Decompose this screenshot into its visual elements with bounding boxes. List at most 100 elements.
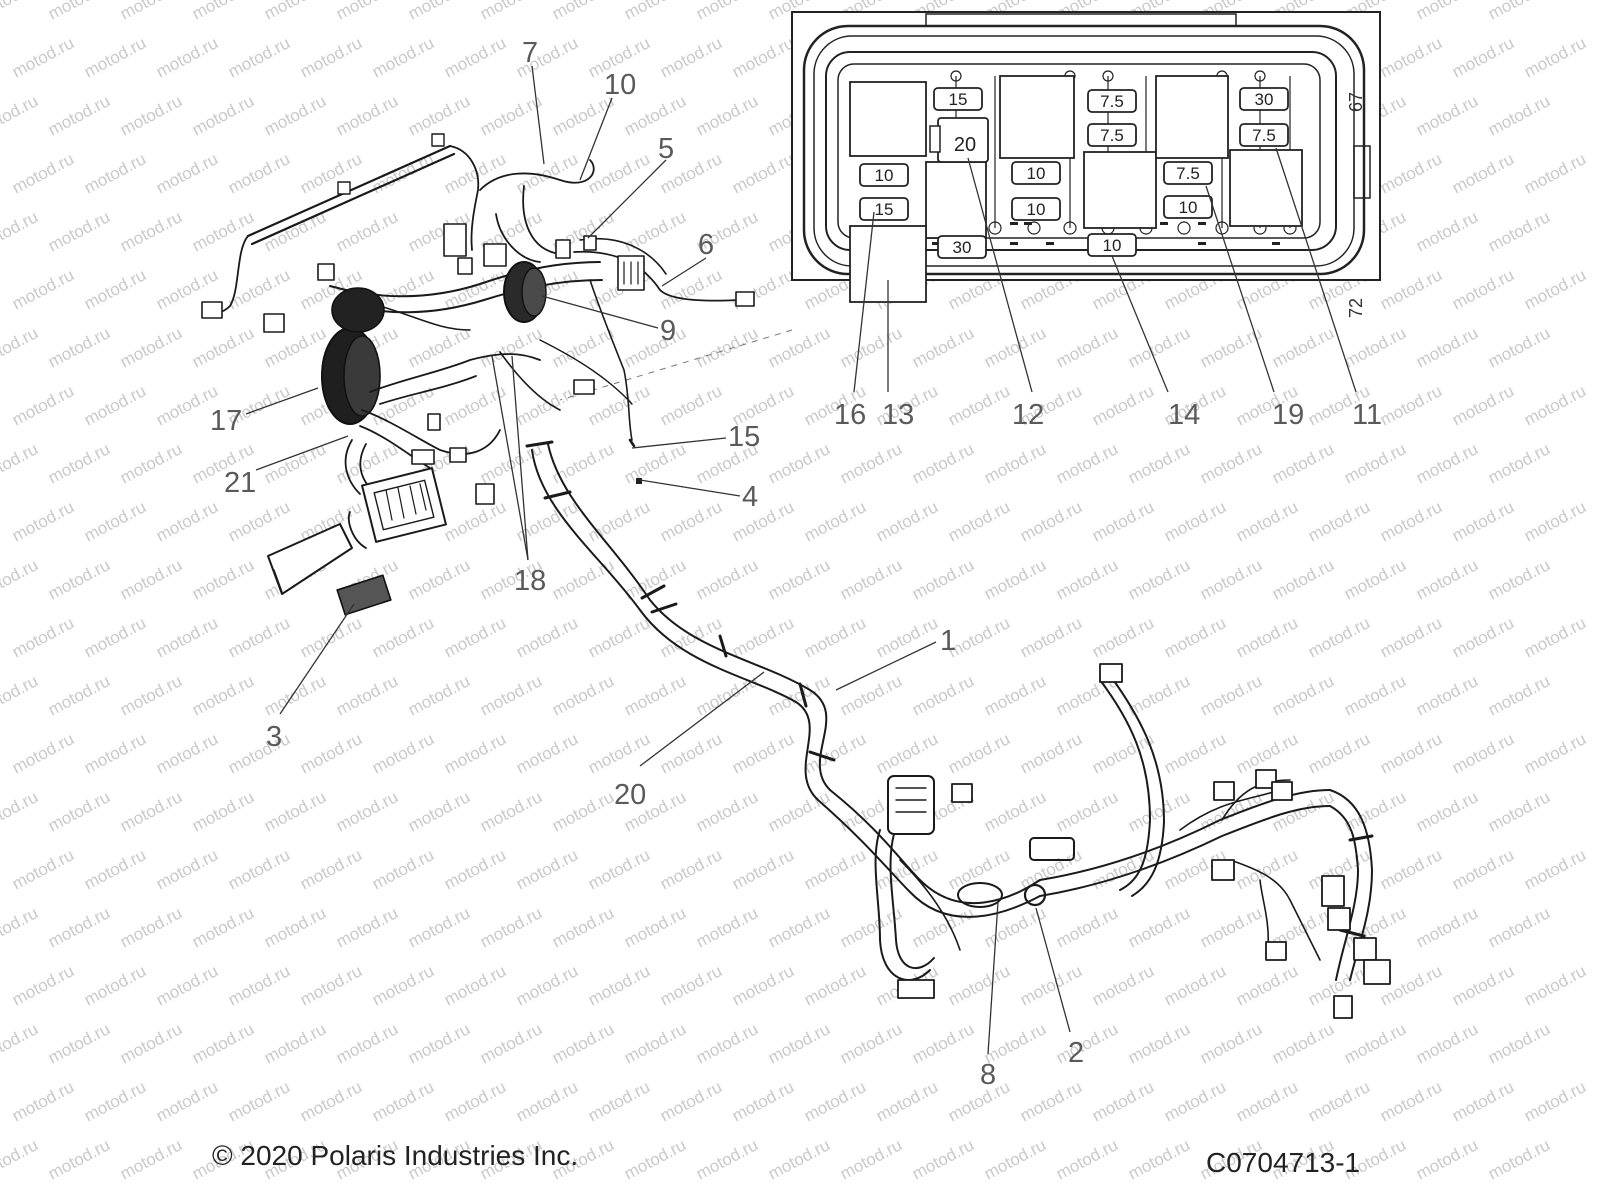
watermark-text: motod.ru: [1449, 381, 1517, 429]
watermark-text: motod.ru: [153, 961, 221, 1009]
watermark-text: motod.ru: [765, 1019, 833, 1067]
watermark-text: motod.ru: [333, 903, 401, 951]
watermark-text: motod.ru: [441, 845, 509, 893]
watermark-text: motod.ru: [729, 729, 797, 777]
watermark-text: motod.ru: [513, 961, 581, 1009]
watermark-text: motod.ru: [45, 207, 113, 255]
watermark-text: motod.ru: [513, 613, 581, 661]
watermark-text: motod.ru: [1089, 497, 1157, 545]
watermark-text: motod.ru: [0, 323, 41, 371]
watermark-text: motod.ru: [1197, 671, 1265, 719]
watermark-text: motod.ru: [693, 1135, 761, 1183]
watermark-text: motod.ru: [45, 1019, 113, 1067]
watermark-text: motod.ru: [333, 91, 401, 139]
watermark-text: motod.ru: [621, 439, 689, 487]
watermark-text: motod.ru: [9, 265, 77, 313]
watermark-text: motod.ru: [189, 0, 257, 24]
callout-16: 16: [834, 399, 866, 431]
fuse-7-5-d: 7.5: [1163, 161, 1213, 185]
watermark-text: motod.ru: [9, 729, 77, 777]
watermark-text: motod.ru: [765, 555, 833, 603]
watermark-text: motod.ru: [1053, 555, 1121, 603]
watermark-text: motod.ru: [1521, 265, 1589, 313]
watermark-text: motod.ru: [657, 1077, 725, 1125]
watermark-text: motod.ru: [981, 555, 1049, 603]
watermark-text: motod.ru: [981, 671, 1049, 719]
watermark-text: motod.ru: [405, 555, 473, 603]
watermark-text: motod.ru: [1197, 323, 1265, 371]
watermark-text: motod.ru: [1377, 381, 1445, 429]
fuse-7-5-a: 7.5: [1087, 89, 1137, 113]
watermark-text: motod.ru: [0, 555, 41, 603]
watermark-text: motod.ru: [1377, 265, 1445, 313]
watermark-text: motod.ru: [9, 961, 77, 1009]
watermark-text: motod.ru: [909, 903, 977, 951]
watermark-text: motod.ru: [585, 729, 653, 777]
watermark-text: motod.ru: [945, 845, 1013, 893]
fuse-label: 10: [1027, 164, 1046, 183]
watermark-text: motod.ru: [801, 845, 869, 893]
watermark-text: motod.ru: [1341, 323, 1409, 371]
watermark-text: motod.ru: [441, 149, 509, 197]
diagram-code: C0704713-1: [1206, 1147, 1361, 1178]
watermark-text: motod.ru: [225, 729, 293, 777]
watermark-text: motod.ru: [369, 845, 437, 893]
watermark-text: motod.ru: [1413, 91, 1481, 139]
watermark-text: motod.ru: [117, 439, 185, 487]
watermark-text: motod.ru: [729, 961, 797, 1009]
watermark-text: motod.ru: [1485, 1135, 1553, 1183]
watermark-text: motod.ru: [1017, 1077, 1085, 1125]
watermark-text: motod.ru: [1341, 555, 1409, 603]
fuse-15-top: 15: [933, 87, 983, 111]
fuse-label: 30: [1255, 90, 1274, 109]
callout-21: 21: [224, 467, 256, 499]
fuse-20: 20: [929, 117, 989, 163]
watermark-text: motod.ru: [153, 613, 221, 661]
watermark-text: motod.ru: [441, 33, 509, 81]
callout-8: 8: [980, 1059, 996, 1091]
watermark-text: motod.ru: [1377, 845, 1445, 893]
watermark-text: motod.ru: [153, 729, 221, 777]
watermark-text: motod.ru: [405, 903, 473, 951]
watermark-text: motod.ru: [117, 1135, 185, 1183]
watermark-text: motod.ru: [1341, 671, 1409, 719]
watermark-text: motod.ru: [729, 149, 797, 197]
watermark-text: motod.ru: [945, 729, 1013, 777]
watermark-text: motod.ru: [657, 961, 725, 1009]
watermark-text: motod.ru: [1377, 497, 1445, 545]
watermark-text: motod.ru: [81, 729, 149, 777]
watermark-text: motod.ru: [1161, 961, 1229, 1009]
fuse-10-c: 10: [1011, 197, 1061, 221]
watermark-text: motod.ru: [693, 671, 761, 719]
watermark-text: motod.ru: [1125, 1019, 1193, 1067]
watermark-text: motod.ru: [441, 381, 509, 429]
watermark-text: motod.ru: [477, 1019, 545, 1067]
watermark-text: motod.ru: [117, 555, 185, 603]
watermark-text: motod.ru: [909, 1135, 977, 1183]
watermark-text: motod.ru: [801, 497, 869, 545]
watermark-text: motod.ru: [909, 555, 977, 603]
watermark-text: motod.ru: [1089, 613, 1157, 661]
watermark-text: motod.ru: [1377, 1077, 1445, 1125]
watermark-text: motod.ru: [1197, 555, 1265, 603]
watermark-text: motod.ru: [801, 1077, 869, 1125]
watermark-text: motod.ru: [261, 0, 329, 24]
watermark-text: motod.ru: [117, 671, 185, 719]
watermark-text: motod.ru: [1413, 439, 1481, 487]
watermark-text: motod.ru: [1449, 33, 1517, 81]
watermark-text: motod.ru: [693, 903, 761, 951]
watermark-text: motod.ru: [477, 91, 545, 139]
fuse-7-5-b: 7.5: [1087, 123, 1137, 147]
watermark-text: motod.ru: [1413, 0, 1481, 24]
watermark-text: motod.ru: [117, 91, 185, 139]
watermark-text: motod.ru: [1521, 729, 1589, 777]
watermark-text: motod.ru: [153, 845, 221, 893]
watermark-text: motod.ru: [1089, 381, 1157, 429]
watermark-text: motod.ru: [0, 671, 41, 719]
watermark-text: motod.ru: [765, 671, 833, 719]
watermark-text: motod.ru: [405, 91, 473, 139]
watermark-text: motod.ru: [1413, 1019, 1481, 1067]
watermark-text: motod.ru: [693, 91, 761, 139]
watermark-text: motod.ru: [45, 555, 113, 603]
callout-19: 19: [1272, 399, 1304, 431]
